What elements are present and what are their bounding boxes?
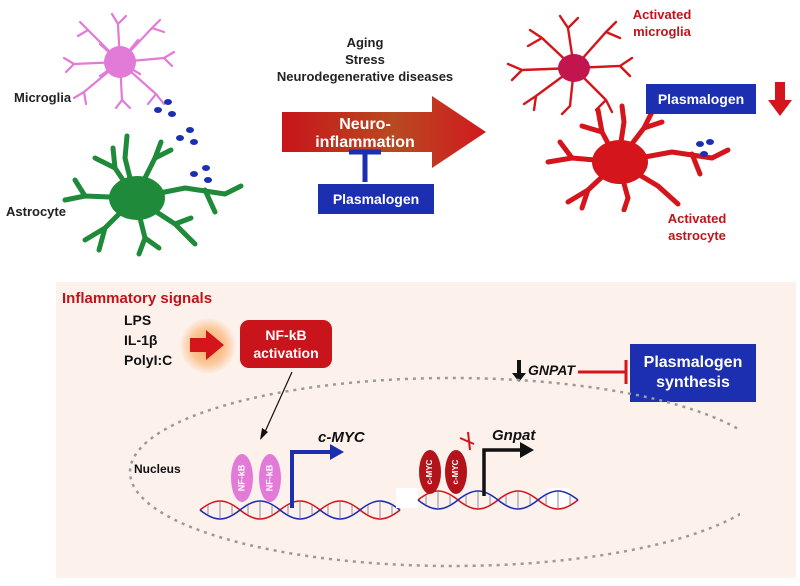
- gnpat-gene-label: Gnpat: [492, 427, 536, 444]
- trigger-neurodegenerative: Neurodegenerative diseases: [276, 69, 454, 84]
- cytokine-dots-icon: [154, 99, 212, 183]
- signal-list: LPS IL-1β PolyI:C: [124, 310, 172, 370]
- signal-il1b: IL-1β: [124, 332, 158, 348]
- cmyc-promoter-arrow: [290, 450, 332, 508]
- microglia-cell-icon: [62, 12, 176, 110]
- nfkb-protein-1-label: NF-kB: [236, 464, 246, 491]
- trigger-list: Aging Stress Neurodegenerative diseases: [250, 34, 480, 85]
- gnpat-promoter-arrow: [482, 448, 522, 496]
- neuroinflammation-arrow: [282, 96, 486, 168]
- cmyc-protein-1: [419, 450, 441, 494]
- activated-dots-icon: [696, 139, 714, 157]
- cmyc-inhibition-mark: [459, 431, 475, 451]
- activated-microglia-label: Activated microglia: [632, 7, 692, 39]
- microglia-label: Microglia: [14, 90, 72, 105]
- decrease-arrow-icon: [768, 82, 792, 116]
- cmyc-protein-2-label: c-MYC: [451, 459, 460, 484]
- signal-lps: LPS: [124, 312, 152, 328]
- trigger-stress: Stress: [345, 52, 385, 67]
- plasmalogen-synthesis-box: Plasmalogen synthesis: [630, 344, 756, 402]
- signal-arrow-icon: [190, 330, 224, 360]
- gnpat-down-arrow-icon: [512, 360, 526, 382]
- activated-astrocyte-icon: [545, 103, 731, 212]
- inflammatory-signals-title: Inflammatory signals: [62, 290, 213, 307]
- gnpat-label: GNPAT: [528, 362, 575, 378]
- trigger-aging: Aging: [346, 35, 384, 50]
- plasmalogen-inhibitor-box: Plasmalogen: [318, 184, 434, 214]
- molecular-mechanism-panel: [56, 282, 796, 578]
- gnpat-inhibition-icon: [578, 360, 628, 384]
- nfkb-protein-2-label: NF-kB: [264, 464, 274, 491]
- nfkb-protein-2: [259, 454, 281, 502]
- cmyc-gene-label: c-MYC: [318, 429, 366, 446]
- nucleus-label: Nucleus: [134, 462, 181, 476]
- nfkb-protein-1: [231, 454, 253, 502]
- inhibition-icon: [349, 149, 381, 182]
- cmyc-protein-1-label: c-MYC: [425, 459, 434, 484]
- nfkb-activation-box: NF-kB activation: [240, 320, 332, 368]
- astrocyte-cell-icon: [62, 133, 244, 257]
- dna-helix-left: [199, 500, 401, 520]
- nucleus-diagram: NF-kB NF-kB c-MYC c-MYC c-MYC Gnpat: [128, 371, 740, 568]
- plasmalogen-decrease-box: Plasmalogen: [646, 84, 756, 114]
- nfkb-translocation-arrow: [263, 371, 293, 435]
- dna-helix-right: [396, 488, 579, 510]
- activated-astrocyte-label: Activated astrocyte: [667, 211, 727, 243]
- activated-microglia-icon: [506, 14, 634, 116]
- neuroinflammation-label: Neuro-inflammation: [315, 116, 415, 151]
- astrocyte-label: Astrocyte: [6, 204, 66, 219]
- cmyc-protein-2: [445, 450, 467, 494]
- signal-polyic: PolyI:C: [124, 352, 173, 368]
